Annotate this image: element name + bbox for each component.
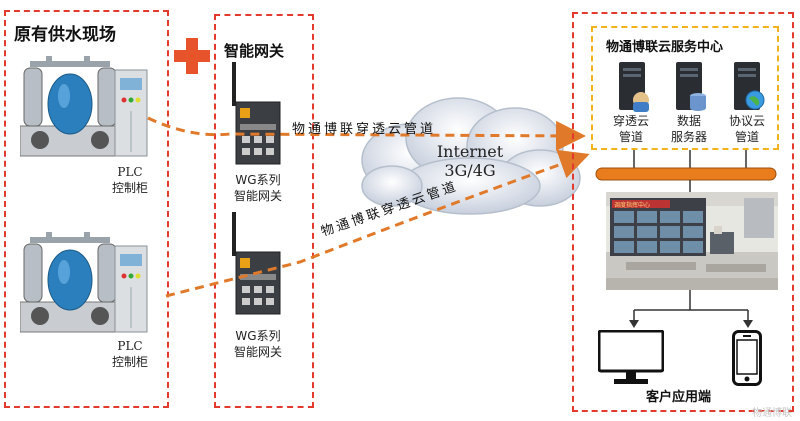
gateway-label-2: WG系列 智能网关 xyxy=(233,329,282,359)
pump-station-2 xyxy=(20,232,148,333)
screen-banner: 调度指挥中心 xyxy=(614,201,650,209)
globe-server-icon xyxy=(734,62,765,110)
server-label-1: 穿透云 管道 xyxy=(612,114,649,144)
internet-cloud xyxy=(361,97,581,215)
site-panel-title: 原有供水现场 xyxy=(14,25,116,45)
client-connectors xyxy=(629,290,753,328)
plc-label-2: PLC 控制柜 xyxy=(111,339,148,369)
phone-icon xyxy=(732,330,762,386)
client-title: 客户应用端 xyxy=(646,390,712,405)
client-panel xyxy=(572,12,794,412)
plus-icon xyxy=(174,38,210,74)
gateway-device-2 xyxy=(232,212,281,315)
gateway-panel-title: 智能网关 xyxy=(224,42,285,60)
gateway-panel xyxy=(214,14,314,408)
tunnel-label-upper: 物通博联穿透云管道 xyxy=(292,122,437,137)
service-center-box xyxy=(591,26,779,150)
database-server-icon xyxy=(676,62,706,111)
link-upper xyxy=(147,116,586,151)
monitor-icon xyxy=(598,330,664,384)
watermark: 物通博联 xyxy=(752,408,792,419)
service-center-title: 物通博联云服务中心 xyxy=(606,40,724,55)
bus-bar xyxy=(595,150,777,192)
link-lower xyxy=(165,149,590,298)
control-room-photo: 调度指挥中心 xyxy=(606,192,778,290)
pump-station-1 xyxy=(20,56,148,157)
server-label-3: 协议云 管道 xyxy=(728,114,765,144)
plc-label-1: PLC 控制柜 xyxy=(111,165,148,195)
gateway-label-1: WG系列 智能网关 xyxy=(233,173,282,203)
cloud-label: Internet 3G/4G xyxy=(436,142,504,180)
server-label-data: 数据 服务器 xyxy=(670,114,707,144)
server-icon xyxy=(619,62,649,112)
site-panel xyxy=(4,10,169,408)
